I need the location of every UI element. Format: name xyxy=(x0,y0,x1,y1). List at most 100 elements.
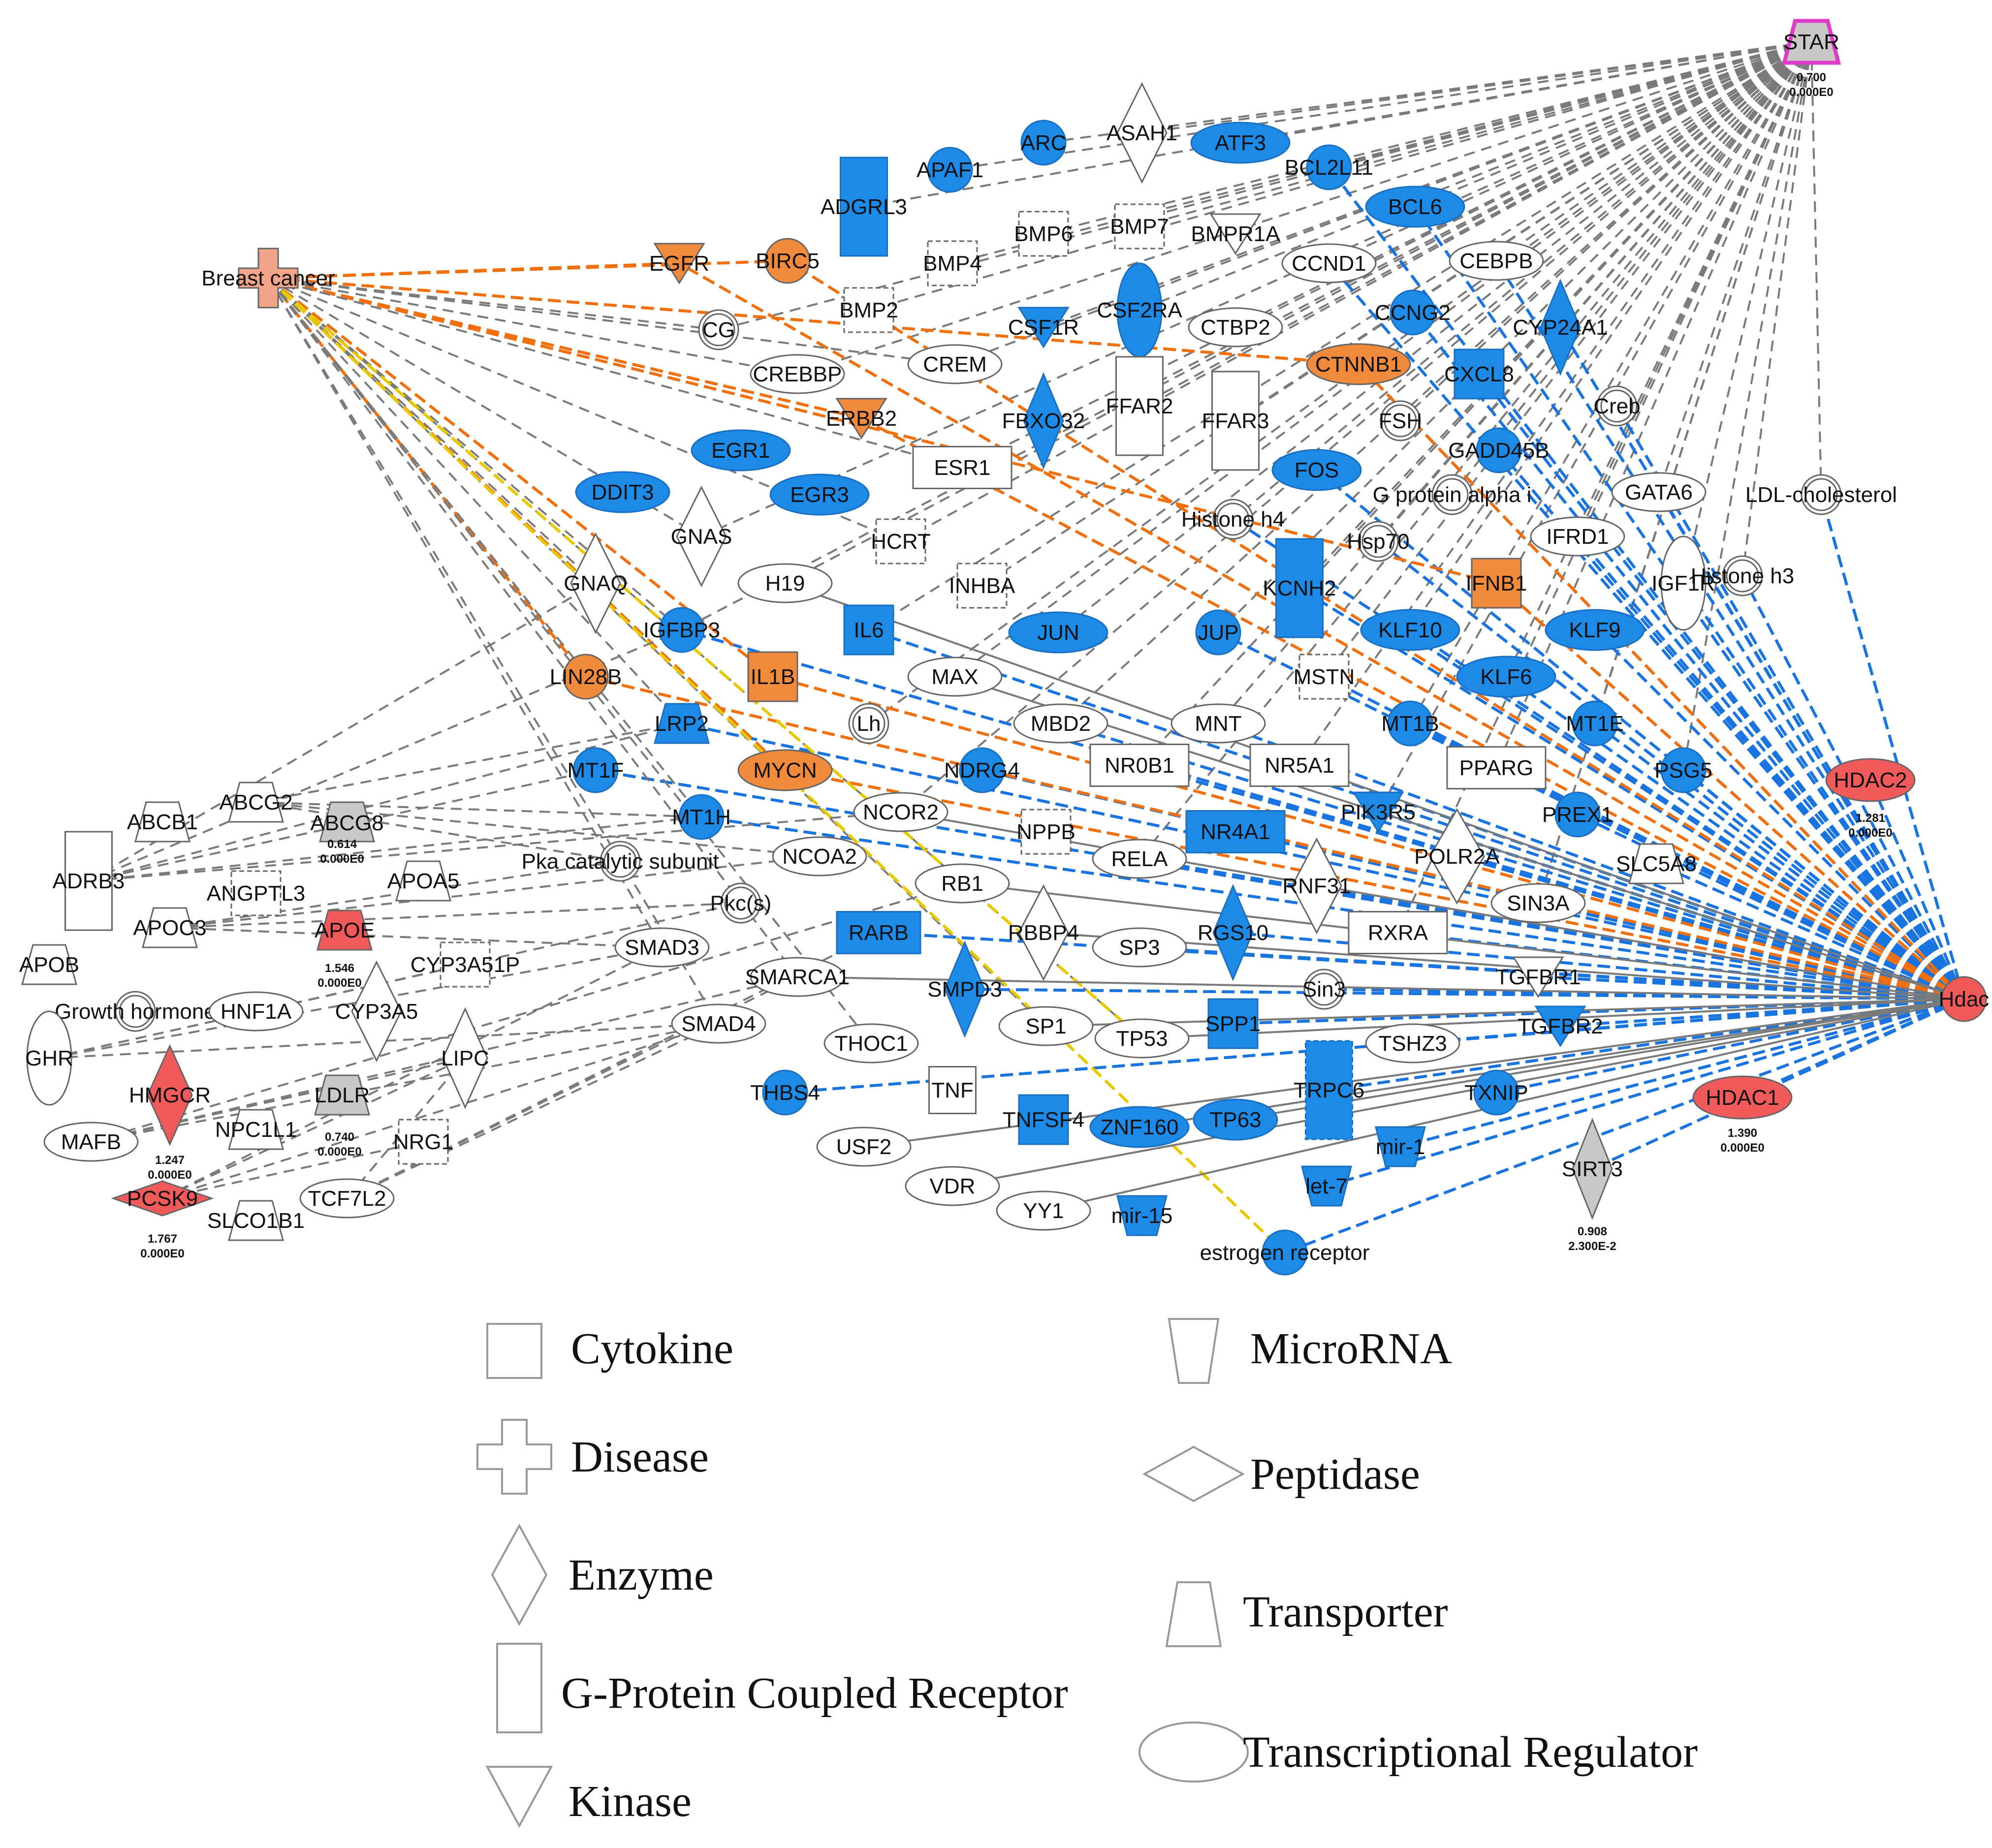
node-arc[interactable]: ARC xyxy=(1020,120,1067,166)
node-jup[interactable]: JUP xyxy=(1195,609,1241,656)
node-tcf7l2[interactable]: TCF7L2 xyxy=(299,1178,395,1219)
node-lh[interactable]: Lh xyxy=(848,703,889,744)
node-bmpr1a[interactable]: BMPR1A xyxy=(1191,213,1281,255)
node-znf160[interactable]: ZNF160 xyxy=(1089,1106,1190,1148)
node-slc5a8[interactable]: SLC5A8 xyxy=(1616,843,1697,884)
node-nppb[interactable]: NPPB xyxy=(1016,809,1075,855)
node-ccnd1[interactable]: CCND1 xyxy=(1281,243,1377,283)
node-psg5[interactable]: PSG5 xyxy=(1654,747,1712,793)
node-mt1f[interactable]: MT1F xyxy=(568,747,624,793)
node-cxcl8[interactable]: CXCL8 xyxy=(1444,348,1514,400)
node-crebbp[interactable]: CREBBP xyxy=(750,354,845,394)
node-apoa5[interactable]: APOA5 xyxy=(387,860,460,902)
node-rxra[interactable]: RXRA xyxy=(1348,911,1448,954)
node-spp1[interactable]: SPP1 xyxy=(1205,998,1261,1049)
node-angptl3[interactable]: ANGPTL3 xyxy=(207,870,306,916)
node-growth-hormone[interactable]: Growth hormone xyxy=(55,991,216,1032)
node-klf6[interactable]: KLF6 xyxy=(1456,656,1556,698)
node-thbs4[interactable]: THBS4 xyxy=(750,1069,820,1116)
node-max[interactable]: MAX xyxy=(907,657,1003,697)
node-trpc6[interactable]: TRPC6 xyxy=(1294,1040,1364,1140)
node-bcl6[interactable]: BCL6 xyxy=(1365,186,1465,228)
node-csf1r[interactable]: CSF1R xyxy=(1008,307,1079,348)
node-hnf1a[interactable]: HNF1A xyxy=(208,991,304,1032)
node-tnf[interactable]: TNF xyxy=(928,1066,977,1114)
node-gata6[interactable]: GATA6 xyxy=(1611,472,1707,512)
node-ldl-cholesterol[interactable]: LDL-cholesterol xyxy=(1745,474,1897,515)
node-ncoa2[interactable]: NCOA2 xyxy=(772,836,867,877)
node-mafb[interactable]: MAFB xyxy=(43,1122,139,1162)
node-mstn[interactable]: MSTN xyxy=(1294,654,1355,700)
node-hcrt[interactable]: HCRT xyxy=(871,518,931,564)
node-sp1[interactable]: SP1 xyxy=(998,1006,1094,1046)
node-klf10[interactable]: KLF10 xyxy=(1360,609,1460,651)
node-ghr[interactable]: GHR xyxy=(25,1010,73,1106)
node-igf1r[interactable]: IGF1R xyxy=(1651,535,1715,631)
node-rnf31[interactable]: RNF31 xyxy=(1282,837,1351,935)
node-hsp70[interactable]: Hsp70 xyxy=(1347,521,1410,562)
node-apoc3[interactable]: APOC3 xyxy=(133,907,207,948)
node-ncor2[interactable]: NCOR2 xyxy=(853,792,949,832)
node-cebpb[interactable]: CEBPB xyxy=(1449,241,1544,281)
node-esr1[interactable]: ESR1 xyxy=(912,446,1012,489)
node-gnaq[interactable]: GNAQ xyxy=(564,532,628,634)
node-smad4[interactable]: SMAD4 xyxy=(671,1003,766,1044)
node-inhba[interactable]: INHBA xyxy=(949,563,1015,609)
node-smad3[interactable]: SMAD3 xyxy=(614,927,710,968)
node-egr1[interactable]: EGR1 xyxy=(691,429,791,471)
node-tgfbr1[interactable]: TGFBR1 xyxy=(1495,956,1581,998)
node-bcl2l11[interactable]: BCL2L11 xyxy=(1285,144,1373,190)
node-mbd2[interactable]: MBD2 xyxy=(1013,703,1108,744)
node-mir-15[interactable]: mir-15 xyxy=(1111,1195,1173,1236)
node-usf2[interactable]: USF2 xyxy=(816,1127,912,1167)
node-asah1[interactable]: ASAH1 xyxy=(1107,82,1177,184)
node-slco1b1[interactable]: SLCO1B1 xyxy=(207,1200,305,1241)
node-bmp2[interactable]: BMP2 xyxy=(839,287,898,333)
node-ddit3[interactable]: DDIT3 xyxy=(575,471,670,513)
node-g-protein-alpha-i[interactable]: G protein alpha i xyxy=(1373,474,1532,515)
node-hdac[interactable]: Hdac xyxy=(1939,976,1990,1022)
node-mt1h[interactable]: MT1H xyxy=(672,794,731,840)
node-jun[interactable]: JUN xyxy=(1008,611,1108,654)
node-lipc[interactable]: LIPC xyxy=(441,1007,489,1109)
node-nrg1[interactable]: NRG1 xyxy=(393,1119,453,1165)
node-cg[interactable]: CG xyxy=(698,309,739,350)
node-rb1[interactable]: RB1 xyxy=(915,863,1010,904)
node-pka-catalytic-subunit[interactable]: Pka catalytic subunit xyxy=(521,841,719,882)
node-il6[interactable]: IL6 xyxy=(843,604,894,656)
node-breast-cancer[interactable]: Breast cancer xyxy=(201,248,335,309)
node-tp63[interactable]: TP63 xyxy=(1193,1098,1278,1141)
node-apob[interactable]: APOB xyxy=(19,944,79,985)
node-h19[interactable]: H19 xyxy=(737,563,833,603)
node-birc5[interactable]: BIRC5 xyxy=(756,238,820,284)
node-nr5a1[interactable]: NR5A1 xyxy=(1249,744,1350,787)
node-mt1e[interactable]: MT1E xyxy=(1566,700,1624,747)
node-ctbp2[interactable]: CTBP2 xyxy=(1188,307,1283,347)
node-apaf1[interactable]: APAF1 xyxy=(917,147,983,193)
node-rarb[interactable]: RARB xyxy=(836,911,921,954)
node-lin28b[interactable]: LIN28B xyxy=(550,654,622,700)
node-prex1[interactable]: PREX1 xyxy=(1542,791,1613,838)
node-estrogen-receptor[interactable]: estrogen receptor xyxy=(1200,1229,1370,1276)
node-nr0b1[interactable]: NR0B1 xyxy=(1089,744,1190,787)
node-ndrg4[interactable]: NDRG4 xyxy=(944,747,1020,793)
node-bmp4[interactable]: BMP4 xyxy=(923,240,982,286)
node-klf9[interactable]: KLF9 xyxy=(1545,609,1645,651)
node-rgs10[interactable]: RGS10 xyxy=(1198,884,1268,981)
node-egfr[interactable]: EGFR xyxy=(649,243,709,284)
node-bmp6[interactable]: BMP6 xyxy=(1014,211,1073,257)
node-adgrl3[interactable]: ADGRL3 xyxy=(821,157,907,257)
node-mnt[interactable]: MNT xyxy=(1170,703,1266,744)
node-ffar2[interactable]: FFAR2 xyxy=(1106,356,1173,456)
node-npc1l1[interactable]: NPC1L1 xyxy=(215,1109,297,1150)
node-cyp24a1[interactable]: CYP24A1 xyxy=(1513,279,1608,376)
node-abcg2[interactable]: ABCG2 xyxy=(219,782,293,823)
node-pkc-s[interactable]: Pkc(s) xyxy=(710,882,772,924)
